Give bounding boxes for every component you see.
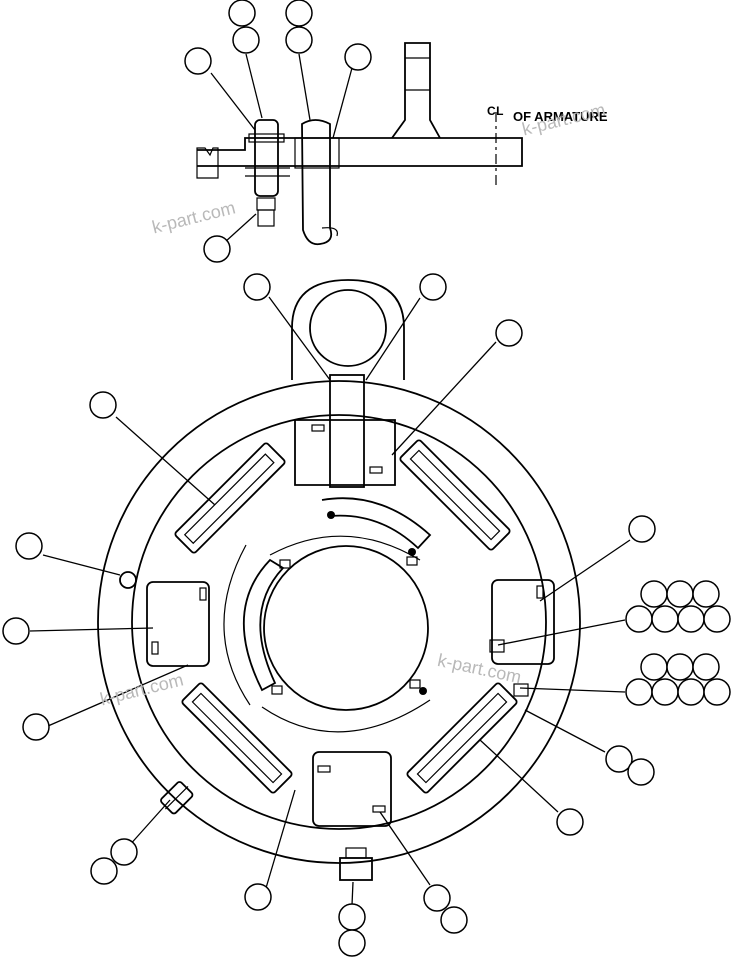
callout-balloon <box>703 678 731 706</box>
callout-balloon <box>556 808 584 836</box>
armature-bar <box>197 137 523 167</box>
callout-balloon <box>666 653 694 681</box>
terminal-dot <box>408 548 416 556</box>
callout-balloon <box>243 273 271 301</box>
callout-balloon <box>228 0 256 27</box>
callout-balloon <box>692 580 720 608</box>
callout-balloon <box>640 653 668 681</box>
callout-balloon <box>110 838 138 866</box>
terminal-block <box>513 683 529 697</box>
interpole-lower-left <box>181 682 293 794</box>
callout-balloon <box>628 515 656 543</box>
bar-end <box>196 147 219 179</box>
callout-balloon <box>338 929 366 957</box>
callout-balloon <box>677 605 705 633</box>
lead-tube <box>301 119 333 246</box>
bolt-tip <box>257 209 275 227</box>
pole-top-stem <box>329 374 365 488</box>
side-view <box>196 42 523 246</box>
callout-balloon <box>89 391 117 419</box>
armature-label: OF ARMATURE <box>513 109 608 124</box>
callout-balloon <box>640 580 668 608</box>
pole-top <box>294 419 396 486</box>
callout-balloon <box>232 26 260 54</box>
callout-balloon <box>285 26 313 54</box>
armature-bore <box>263 545 429 711</box>
connection-arc-upper <box>321 497 432 550</box>
callout-balloon <box>244 883 272 911</box>
callout-balloon <box>703 605 731 633</box>
callout-balloon <box>90 857 118 885</box>
callout-balloon <box>184 47 212 75</box>
centerline-symbol: CL <box>487 104 504 118</box>
lifting-eye <box>291 279 405 380</box>
frame-outer-ring <box>97 380 581 864</box>
callout-balloon <box>338 903 366 931</box>
callout-balloon <box>2 617 30 645</box>
washer <box>248 133 285 143</box>
pole-tab <box>391 42 441 139</box>
callout-balloon <box>625 605 653 633</box>
bolt-body <box>254 119 279 197</box>
frame-hole <box>119 571 137 589</box>
pole-right <box>491 579 555 665</box>
callout-balloon <box>440 906 468 934</box>
pole-bottom <box>312 751 392 827</box>
callout-balloon <box>15 532 43 560</box>
mounting-bolt-left <box>160 781 194 815</box>
callout-balloon <box>203 235 231 263</box>
connection-arc-left <box>242 558 285 692</box>
tube-clamp <box>294 137 340 169</box>
frame-inner-ring <box>131 414 547 830</box>
interpole-lower-right <box>406 682 518 794</box>
terminal-dot <box>327 511 335 519</box>
callout-balloon <box>666 580 694 608</box>
callout-balloon <box>627 758 655 786</box>
callout-balloon <box>677 678 705 706</box>
front-view <box>97 279 581 881</box>
terminal-block <box>489 639 505 653</box>
callout-balloon <box>419 273 447 301</box>
callout-balloon <box>692 653 720 681</box>
callout-balloon <box>285 0 313 27</box>
lifting-eye-hole <box>309 289 387 367</box>
interpole-upper-right <box>399 439 511 551</box>
callout-balloon <box>625 678 653 706</box>
terminal-dot <box>419 687 427 695</box>
interpole-upper-left <box>174 442 286 554</box>
callout-balloon <box>651 605 679 633</box>
callout-balloon <box>423 884 451 912</box>
callout-balloon <box>344 43 372 71</box>
nut <box>256 197 276 211</box>
pole-left <box>146 581 210 667</box>
callout-balloon <box>651 678 679 706</box>
callout-balloon <box>22 713 50 741</box>
callout-balloon <box>495 319 523 347</box>
callout-balloon <box>605 745 633 773</box>
